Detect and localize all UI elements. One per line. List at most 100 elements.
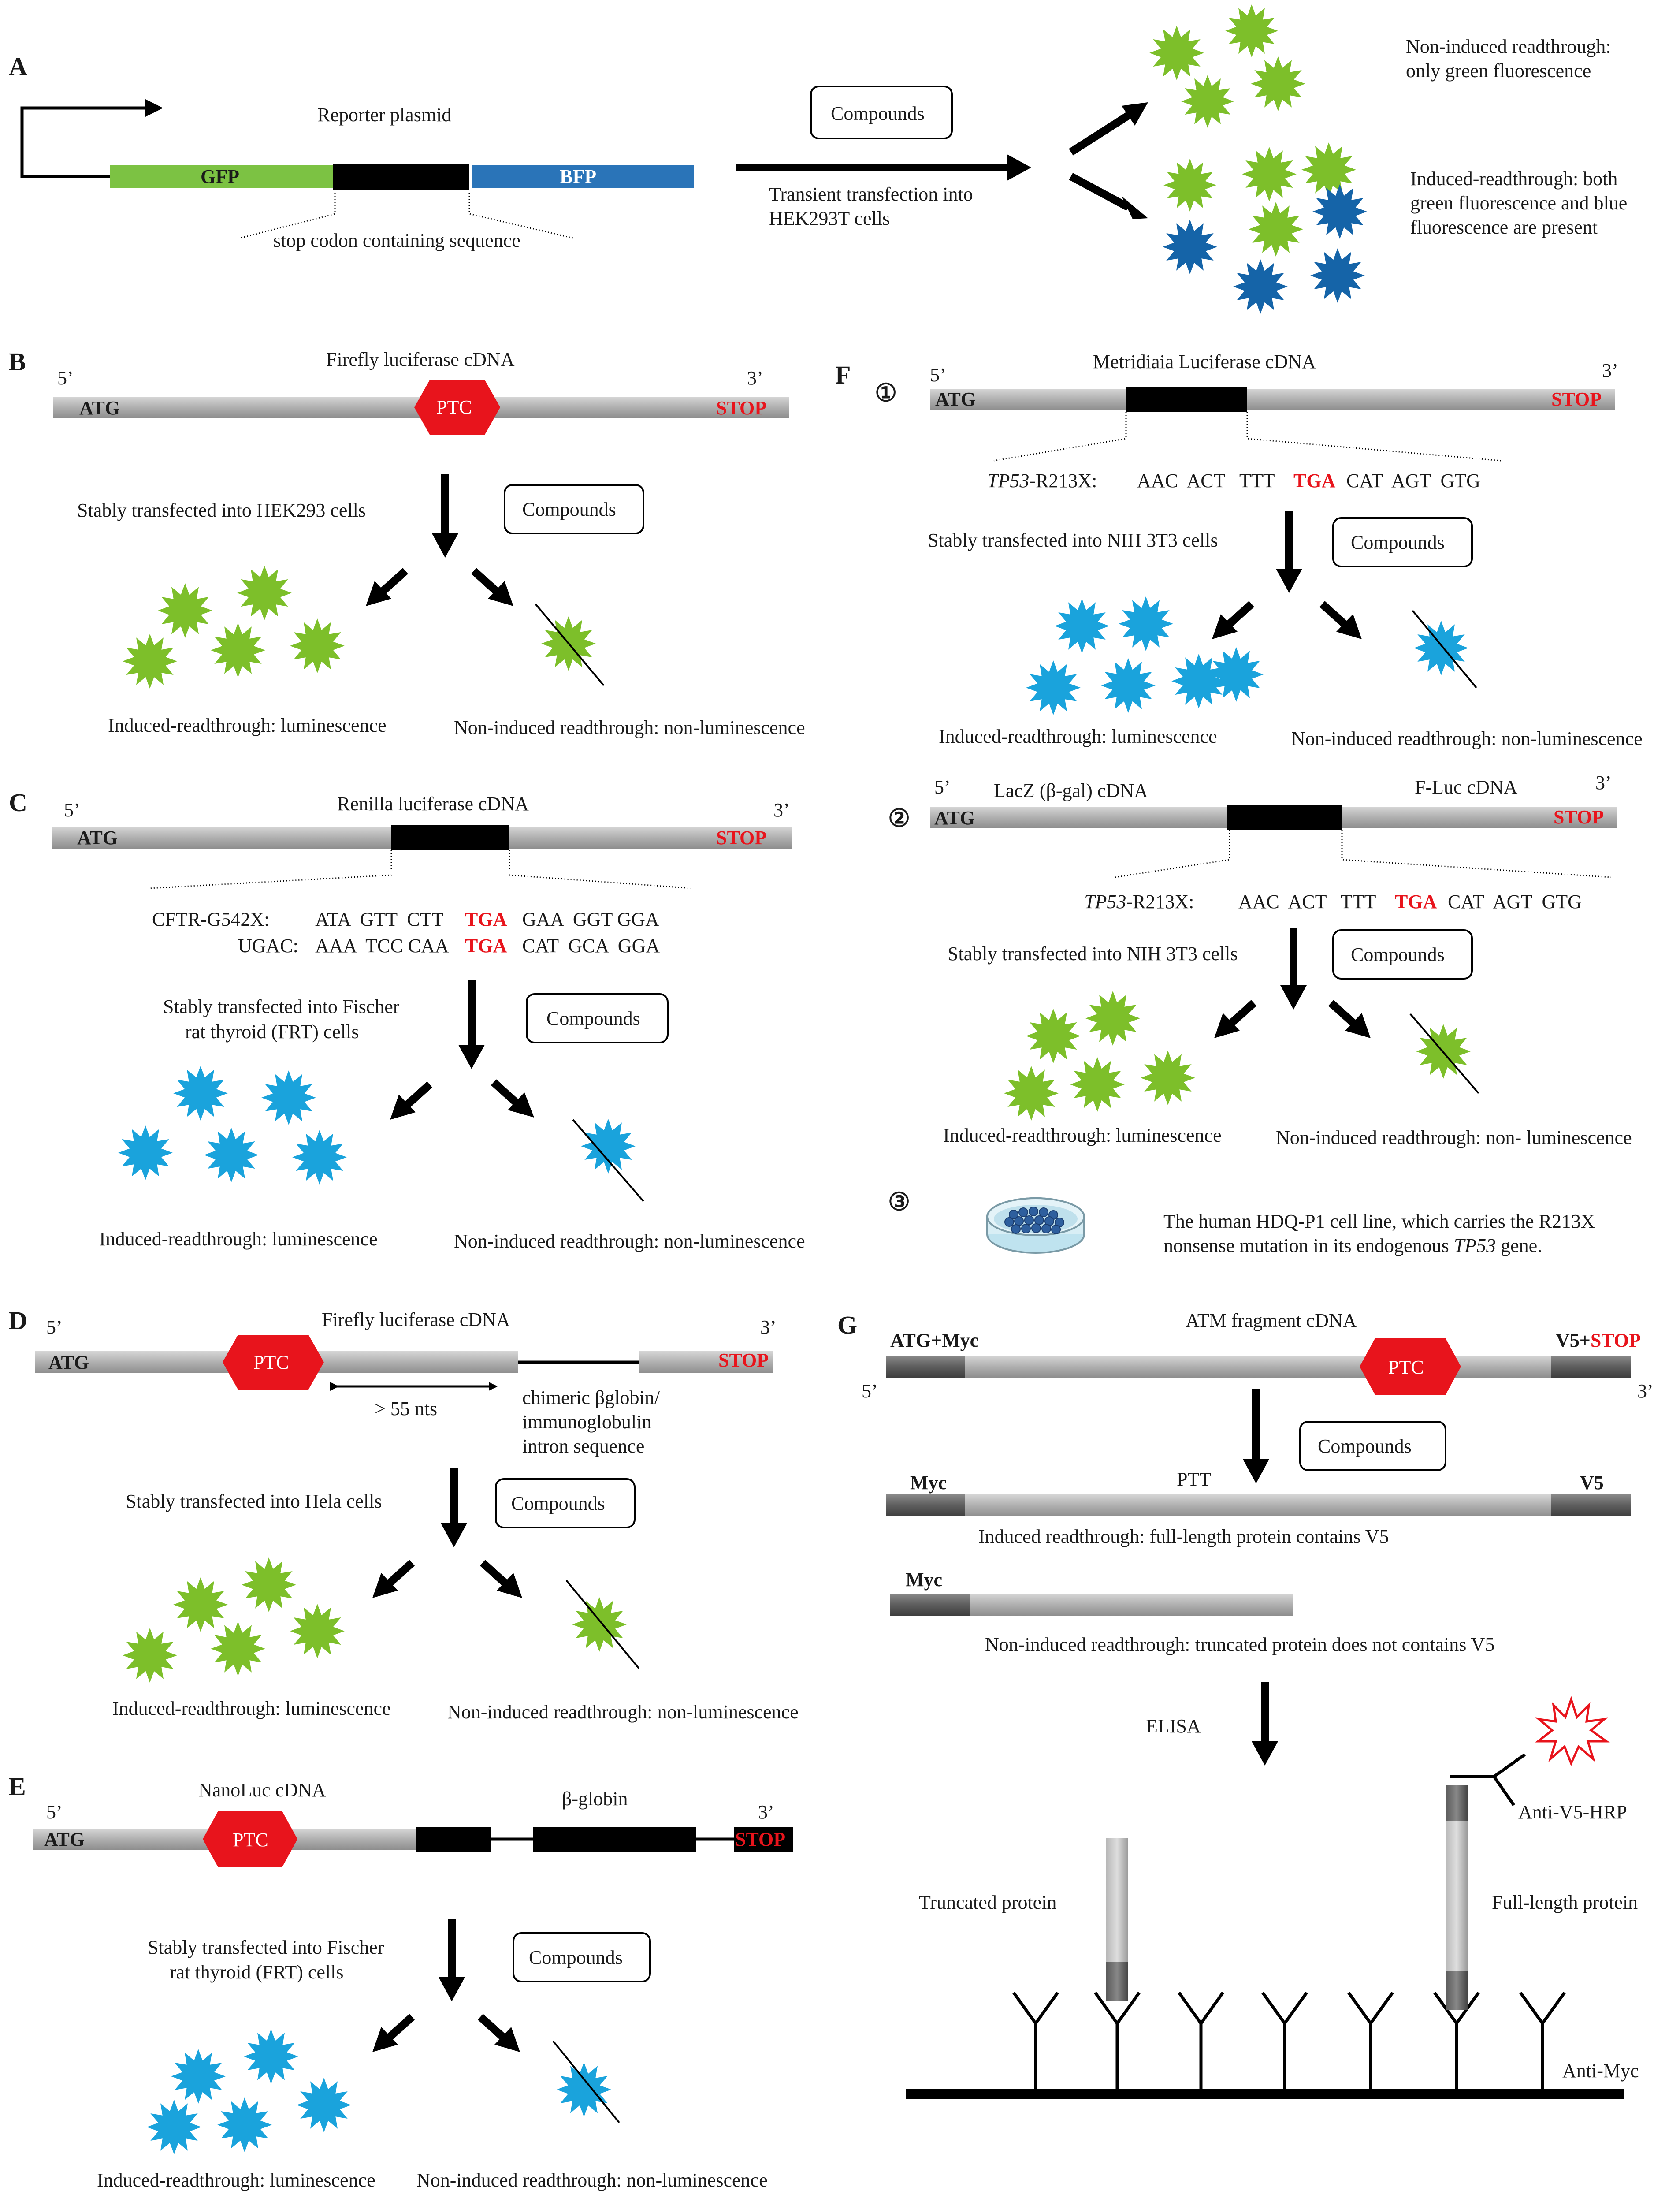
seq-mut-f1: -R213X:	[1029, 470, 1097, 492]
zoom-lines-c	[149, 850, 692, 889]
three-b: 3’	[747, 367, 763, 389]
bfp-label: BFP	[560, 166, 596, 187]
insert-c	[391, 825, 509, 850]
cdna-g: ATM fragment cDNA	[1186, 1310, 1357, 1331]
down-arrow-g1-head	[1243, 1459, 1269, 1483]
anti-v5-antibody	[1450, 1753, 1526, 1806]
ptt-g: PTT	[1177, 1468, 1211, 1490]
branch-up-a	[1069, 112, 1130, 156]
intron-d-1: chimeric βglobin/	[522, 1387, 660, 1408]
stop-e: STOP	[735, 1829, 785, 1850]
atg-f1: ATG	[935, 388, 976, 410]
branch-left-c	[405, 1081, 433, 1107]
induced-a-1: Induced-readthrough: both	[1410, 168, 1617, 190]
panel-c: C Renilla luciferase cDNA 5’ 3’ ATG STOP…	[9, 788, 805, 1252]
panel-b-label: B	[9, 347, 26, 376]
stars-d-induced-star	[242, 1557, 296, 1612]
sub1-number: ①	[875, 380, 897, 407]
intron-d-2: immunoglobulin	[522, 1411, 651, 1433]
branch-right-f2	[1328, 1000, 1356, 1026]
five-c: 5’	[64, 799, 80, 821]
strike-f1	[1412, 610, 1477, 689]
stars-d-induced	[123, 1557, 345, 1683]
compounds-f1: Compounds	[1351, 532, 1445, 553]
stars-c-induced-star	[204, 1128, 259, 1182]
gfp-label: GFP	[201, 166, 239, 187]
branch-left-d	[387, 1560, 415, 1586]
cellline-f3-2c: gene.	[1496, 1235, 1542, 1256]
fluc-f2: F-Luc cDNA	[1415, 776, 1518, 798]
compounds-g: Compounds	[1318, 1435, 1412, 1457]
panel-f: F ① Metridiaia Luciferase cDNA 5’ 3’ ATG…	[835, 351, 1643, 1256]
noninduced-e: Non-induced readthrough: non-luminescenc…	[416, 2169, 768, 2191]
cellline-f3-2b: TP53	[1454, 1235, 1496, 1256]
stars-a-induced	[1163, 142, 1367, 314]
stars-f1-induced-star	[1026, 660, 1081, 715]
branch-left-f1	[1227, 601, 1255, 627]
stars-a-induced-star	[1163, 220, 1217, 274]
branch-left-f2	[1229, 1000, 1257, 1026]
transfect-b: Stably transfected into HEK293 cells	[77, 499, 366, 521]
stars-d-induced-star	[290, 1604, 345, 1658]
cdna-c: Renilla luciferase cDNA	[337, 793, 529, 815]
stars-d-induced-star	[123, 1628, 177, 1683]
anti-v5-g: Anti-V5-HRP	[1518, 1801, 1627, 1823]
branch-left-b-head	[366, 581, 391, 606]
three-c: 3’	[773, 799, 790, 821]
induced-a-2: green fluorescence and blue	[1410, 192, 1627, 214]
myc-label-g2: Myc	[906, 1569, 942, 1591]
capture-antibody-icon	[1012, 1991, 1059, 2090]
capture-antibody-icon	[1519, 1991, 1566, 2090]
atg-b: ATG	[79, 397, 120, 419]
hrp-burst-icon	[1535, 1695, 1610, 1766]
stars-c-noninduced-star	[581, 1119, 636, 1174]
sub2-number: ②	[888, 805, 910, 832]
branch-right-f1	[1319, 601, 1347, 627]
stars-f2-induced-star	[1085, 991, 1140, 1046]
compounds-e: Compounds	[529, 1947, 623, 1968]
strike-d	[565, 1580, 640, 1669]
down-arrow-f1-head	[1276, 569, 1302, 593]
exon2-d	[639, 1351, 773, 1373]
seq2-name: UGAC:	[238, 935, 298, 957]
five-f1: 5’	[930, 364, 946, 386]
seq2-stop: TGA	[465, 935, 507, 957]
cellline-f3-1: The human HDQ-P1 cell line, which carrie…	[1163, 1211, 1595, 1232]
down-arrow-g2-head	[1252, 1741, 1278, 1766]
down-arrow-d-head	[441, 1523, 467, 1547]
compounds-box-a	[810, 86, 953, 139]
induced-c: Induced-readthrough: luminescence	[99, 1228, 378, 1250]
bfp-segment	[472, 165, 694, 188]
panel-a-label: A	[9, 52, 27, 81]
exon2-e	[533, 1827, 696, 1852]
truncated-g: Truncated protein	[919, 1892, 1056, 1913]
transfection-label-1: Transient transfection into	[769, 183, 973, 205]
branch-left-e-head	[372, 2027, 398, 2052]
v5-label-g1: V5	[1580, 1472, 1604, 1494]
stars-e-noninduced	[557, 2062, 611, 2117]
stars-f1-noninduced-star	[1414, 621, 1468, 675]
seq1-name: CFTR-G542X:	[152, 909, 269, 930]
atg-e: ATG	[44, 1829, 85, 1850]
stars-e-induced	[147, 2029, 351, 2154]
cellline-f3-2a: nonsense mutation in its endogenous	[1163, 1235, 1454, 1256]
transfect-c-2: rat thyroid (FRT) cells	[185, 1021, 359, 1043]
branch-right-b	[471, 568, 499, 594]
fulllength-bar-g	[886, 1494, 1631, 1516]
transfect-e-2: rat thyroid (FRT) cells	[170, 1961, 344, 1983]
stars-f1-induced-star	[1101, 658, 1156, 713]
branch-right-c-head	[508, 1092, 534, 1118]
compounds-b: Compounds	[522, 499, 616, 520]
ptc-hexagon-g	[1360, 1338, 1461, 1395]
branch-left-f2-head	[1214, 1013, 1240, 1038]
promoter-arrowhead	[145, 99, 163, 117]
panel-a: A Reporter plasmid GFP BFP stop codon co…	[9, 4, 1627, 314]
panel-e: E NanoLuc cDNA β-globin 5’ 3’ ATG PTC ST…	[9, 1772, 793, 2191]
atg-c: ATG	[77, 827, 118, 849]
stars-f2-induced-star	[1026, 1009, 1081, 1063]
panel-g-label: G	[837, 1311, 857, 1339]
stars-d-induced-star	[211, 1621, 265, 1676]
fulllength-myc-g	[886, 1494, 965, 1516]
stop-segment	[333, 164, 469, 190]
